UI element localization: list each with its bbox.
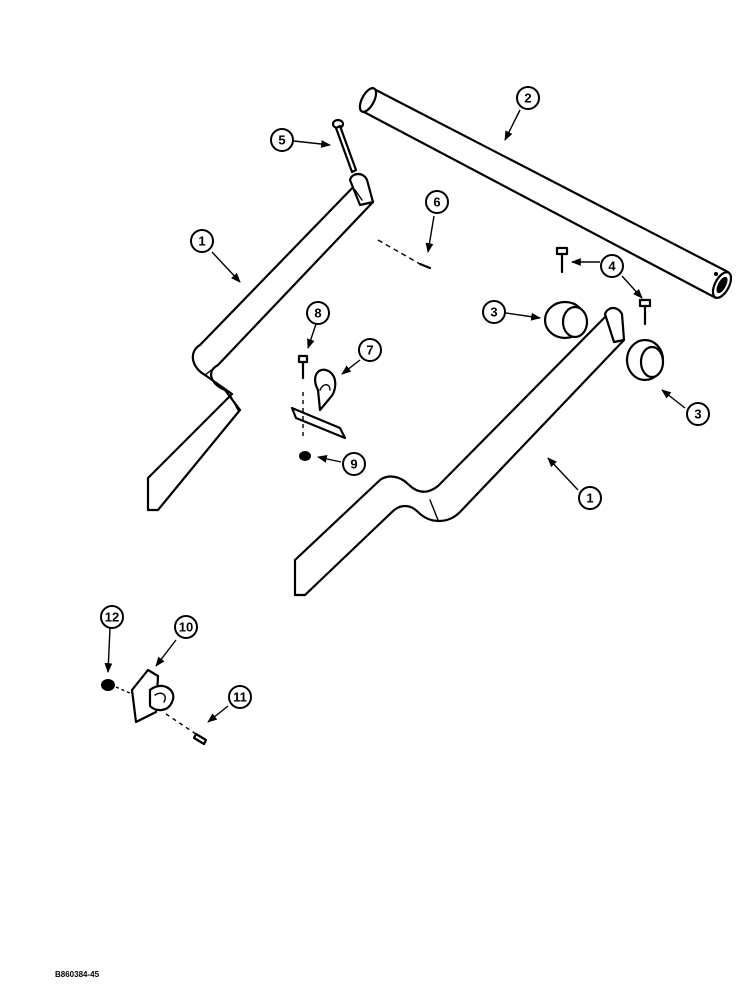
svg-text:4: 4 <box>608 259 616 274</box>
svg-text:3: 3 <box>694 407 701 422</box>
svg-text:7: 7 <box>366 343 373 358</box>
callout-5: 5 <box>270 128 294 152</box>
nut-part <box>299 451 311 461</box>
pin-part <box>331 118 358 174</box>
svg-text:2: 2 <box>524 91 531 106</box>
callout-8: 8 <box>306 301 330 325</box>
callout-6: 6 <box>425 190 449 214</box>
callout-1-right: 1 <box>578 486 602 510</box>
callout-7: 7 <box>358 338 382 362</box>
callout-10: 10 <box>174 615 198 639</box>
svg-text:9: 9 <box>350 457 357 472</box>
lower-nut-part <box>101 679 133 695</box>
callout-3-right: 3 <box>686 402 710 426</box>
svg-text:6: 6 <box>433 195 440 210</box>
right-arm-part <box>293 306 626 597</box>
collar-left-part <box>543 300 589 340</box>
svg-text:10: 10 <box>179 620 193 635</box>
svg-text:1: 1 <box>198 234 205 249</box>
bolt-lower-part <box>638 298 652 326</box>
callout-9: 9 <box>342 452 366 476</box>
left-arm-part <box>146 172 375 512</box>
tube-part <box>358 86 733 300</box>
drawing-number: B860384-45 <box>55 970 100 979</box>
lower-bracket-part <box>130 668 175 724</box>
callout-4: 4 <box>600 254 624 278</box>
callout-1-left: 1 <box>190 229 214 253</box>
callout-3-left: 3 <box>482 300 506 324</box>
collar-right-part <box>625 338 665 382</box>
lower-screw-part <box>165 713 208 746</box>
leader-lines <box>104 109 686 723</box>
bolt-upper-part <box>555 246 569 274</box>
svg-text:11: 11 <box>233 690 247 705</box>
svg-text:12: 12 <box>105 610 119 625</box>
cotter-pin-part <box>377 239 432 270</box>
svg-text:8: 8 <box>314 306 321 321</box>
callout-11: 11 <box>228 685 252 709</box>
clip-bracket-part <box>290 368 347 440</box>
svg-text:1: 1 <box>586 491 593 506</box>
screw-part <box>297 354 309 440</box>
callout-12: 12 <box>100 605 124 629</box>
svg-text:5: 5 <box>278 133 285 148</box>
callout-2: 2 <box>516 86 540 110</box>
svg-text:3: 3 <box>490 305 497 320</box>
